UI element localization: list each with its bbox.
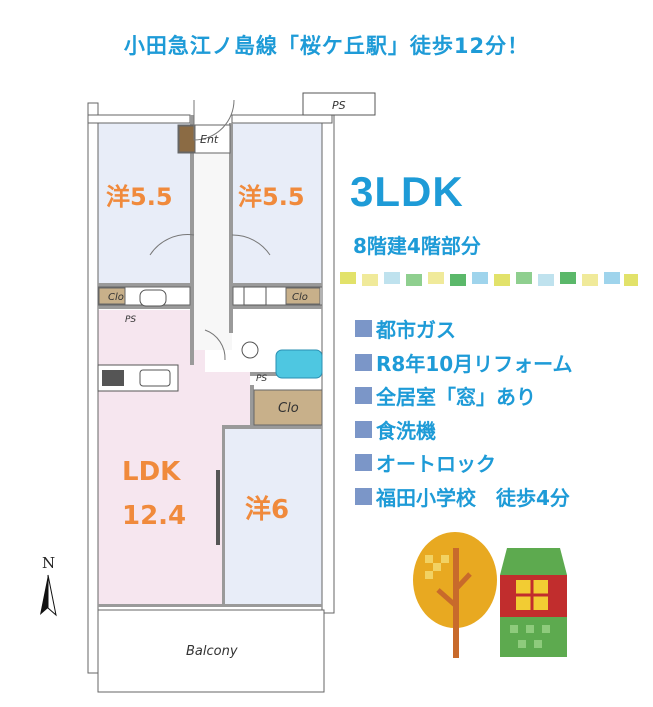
feature-item: オートロック [355, 446, 573, 480]
floor-info: 8階建4階部分 [353, 234, 481, 258]
feature-item: R8年10月リフォーム [355, 346, 573, 380]
house-icon [500, 548, 567, 657]
balcony-label: Balcony [186, 644, 238, 659]
balcony-outline [97, 609, 325, 693]
east-bedroom-label: 洋5.5 [238, 183, 305, 211]
north-arrow-icon: N [40, 554, 57, 617]
square-bullet-icon [355, 353, 372, 371]
feature-list: 都市ガス R8年10月リフォーム 全居室「窓」あり 食洗機 オートロック 福田小… [355, 312, 573, 513]
ps-top-box [302, 92, 376, 116]
layout-type: 3LDK [350, 168, 464, 215]
ps-top-label: PS [332, 99, 346, 112]
feature-text: 都市ガス [376, 318, 456, 343]
west-bedroom-label: 洋5.5 [106, 183, 173, 211]
closet-west-label: Clo [108, 292, 124, 303]
south-bedroom-label: 洋6 [245, 494, 289, 525]
square-bullet-icon [355, 387, 372, 405]
ps-right-label: PS [256, 374, 267, 384]
feature-text: 全居室「窓」あり [376, 385, 536, 410]
square-bullet-icon [355, 420, 372, 438]
washing-machine [243, 286, 267, 306]
feature-item: 福田小学校 徒歩4分 [355, 480, 573, 514]
feature-item: 食洗機 [355, 413, 573, 447]
headline: 小田急江ノ島線「桜ケ丘駅」徒歩12分！ [123, 34, 530, 58]
square-bullet-icon [355, 454, 372, 472]
bathtub [275, 349, 323, 379]
ldk-size-label: 12.4 [122, 501, 186, 531]
square-bullet-icon [355, 487, 372, 505]
north-wall-right [231, 114, 333, 124]
feature-item: 都市ガス [355, 312, 573, 346]
decorative-dot-divider [340, 272, 638, 286]
south-bedroom-area [224, 425, 322, 605]
autumn-tree-icon [413, 532, 497, 658]
feature-text: 福田小学校 徒歩4分 [376, 485, 570, 510]
entrance-label: Ent [200, 133, 219, 146]
washbasin [241, 341, 259, 359]
kitchen-counter [97, 364, 179, 392]
north-wall-left [87, 114, 191, 124]
east-outer-wall [321, 102, 335, 614]
feature-text: 食洗機 [376, 418, 436, 443]
west-outer-wall [87, 102, 99, 674]
feature-item: 全居室「窓」あり [355, 379, 573, 413]
closet-east-label: Clo [292, 292, 308, 303]
hallway-area [194, 150, 232, 350]
ldk-name-label: LDK [122, 457, 181, 487]
feature-text: オートロック [376, 452, 496, 477]
east-bedroom-area [232, 123, 322, 283]
feature-text: R8年10月リフォーム [376, 351, 573, 376]
closet-south-label: Clo [278, 401, 299, 416]
square-bullet-icon [355, 320, 372, 338]
north-letter: N [42, 554, 55, 572]
closet-south [253, 389, 323, 426]
ps-left-label: PS [125, 315, 136, 325]
toilet [139, 289, 167, 307]
